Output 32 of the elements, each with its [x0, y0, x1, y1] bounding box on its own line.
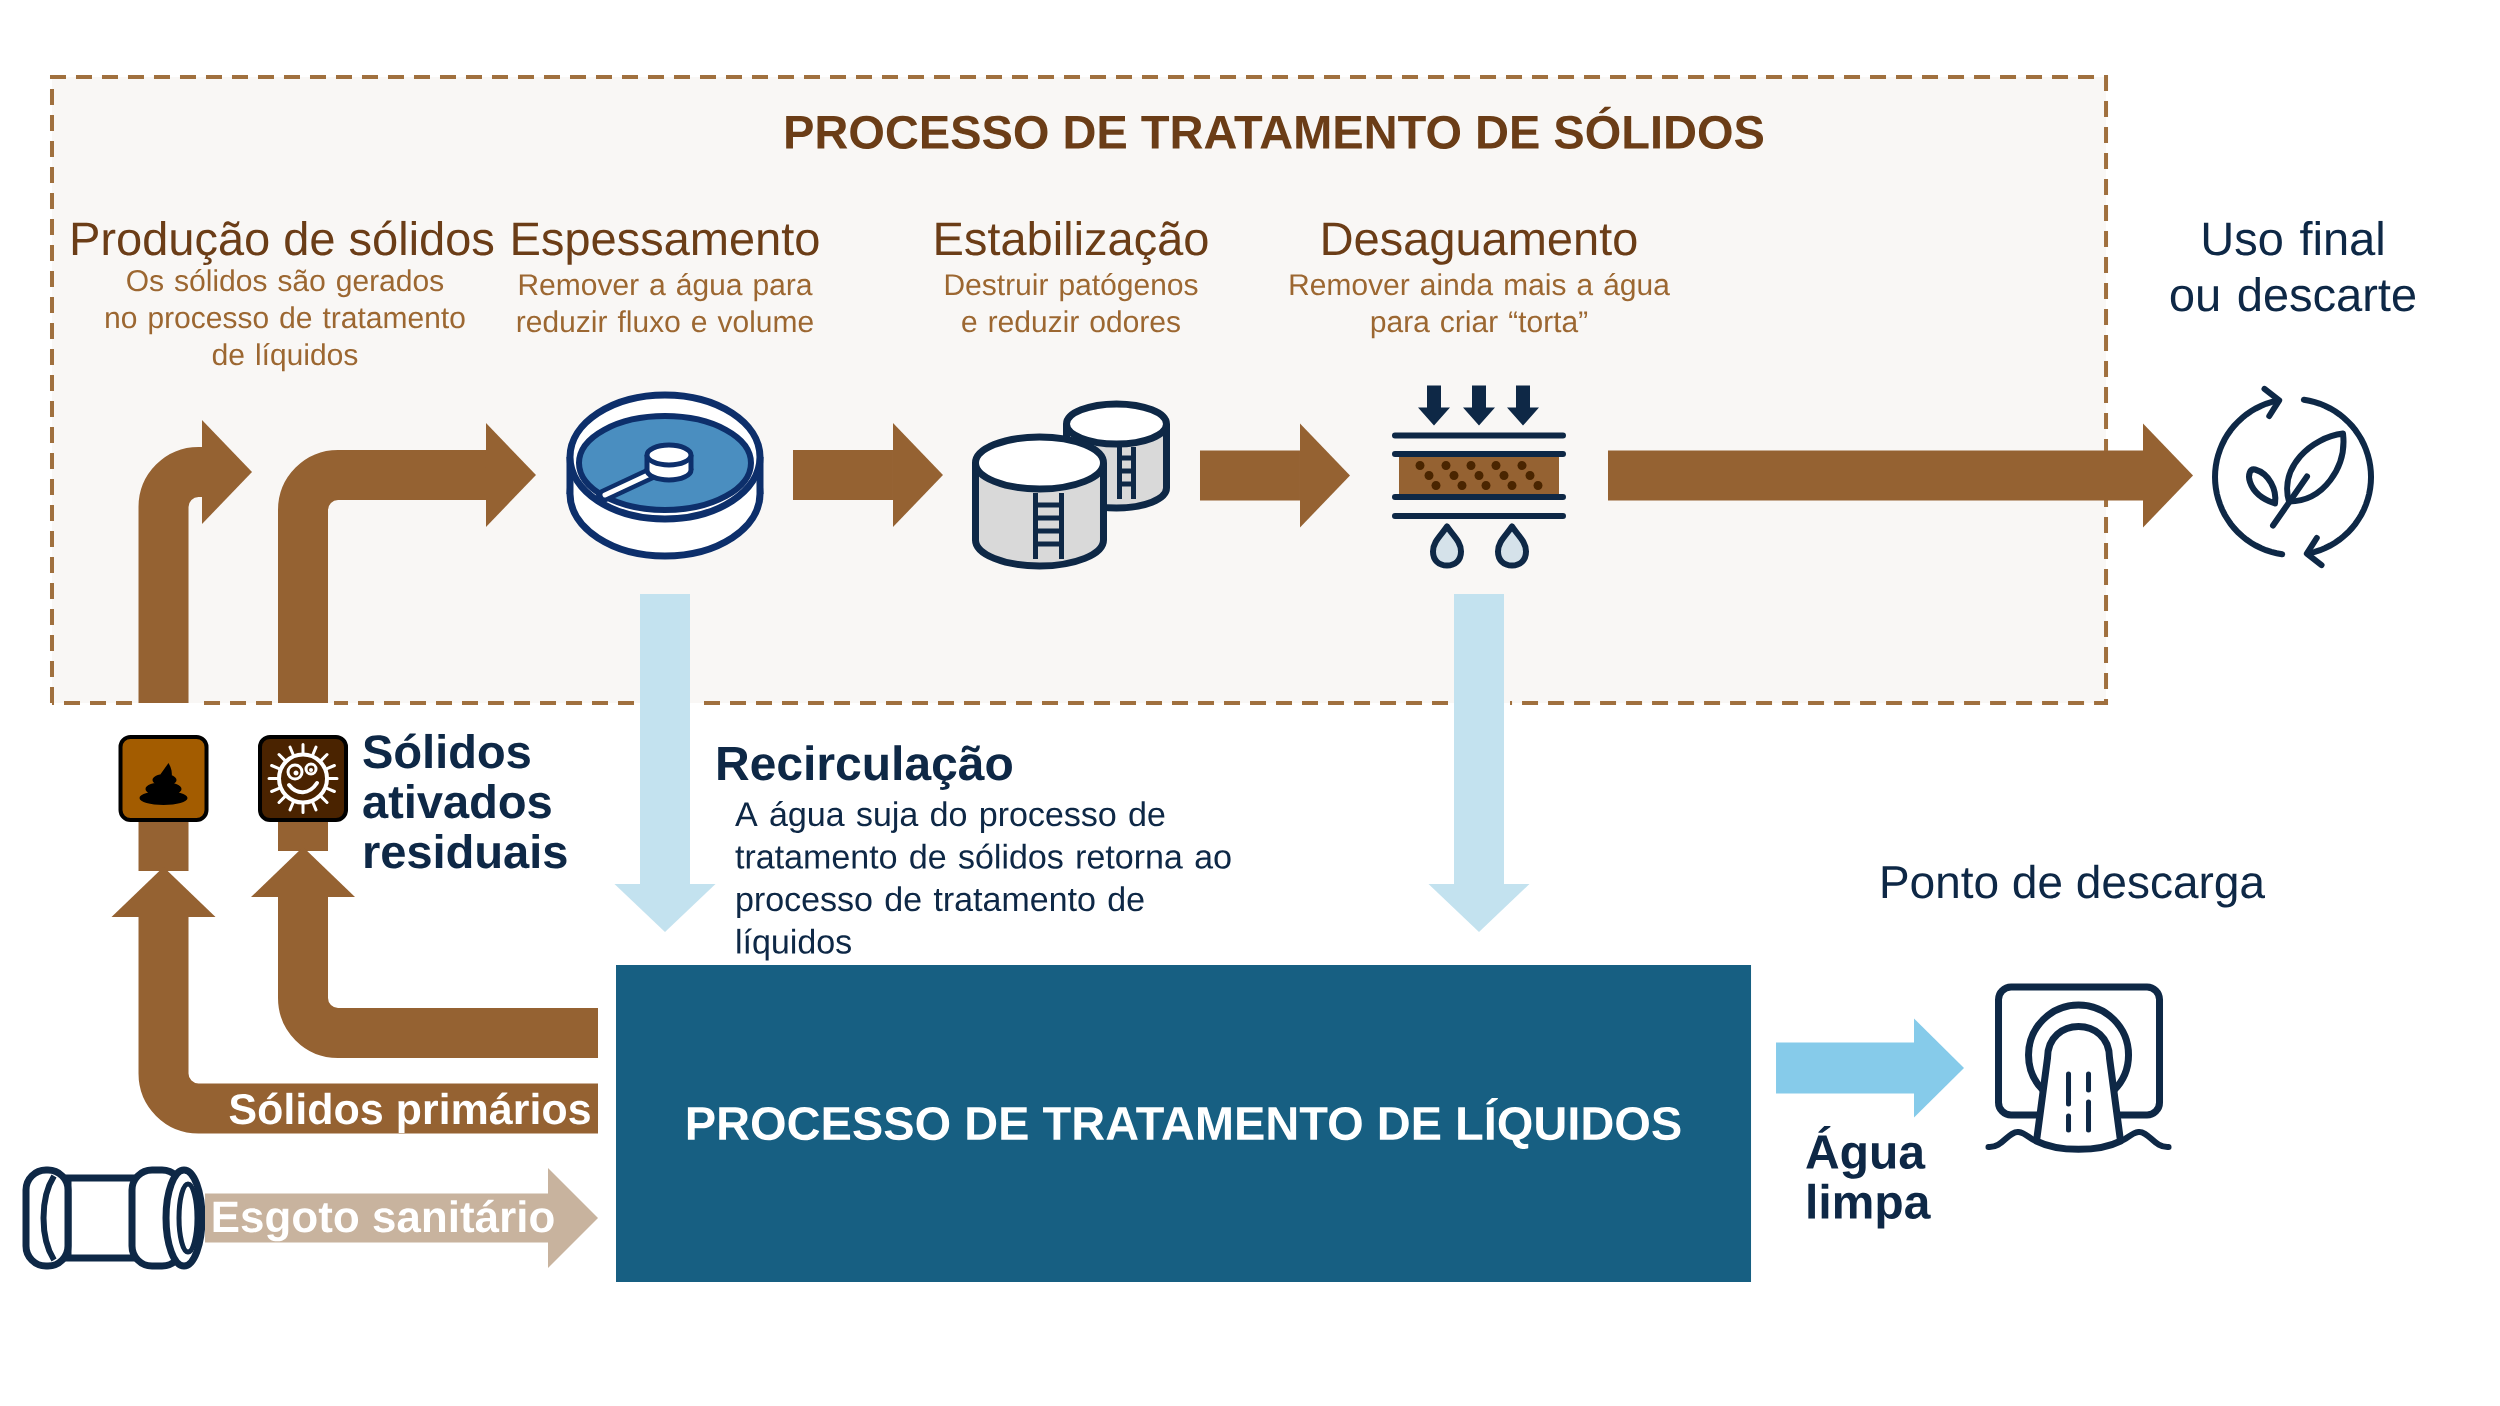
- flow-label: Sólidos ativados residuais: [363, 733, 567, 869]
- arrow: [793, 423, 943, 527]
- microbe-icon: [258, 735, 348, 822]
- step-description: Remover a água para reduzir fluxo e volume: [517, 272, 813, 333]
- arrow: [1428, 594, 1530, 932]
- arrow: [138, 420, 252, 703]
- heading: Recirculação: [718, 745, 1012, 790]
- arrow: [1608, 423, 2193, 528]
- process-box: PROCESSO DE TRATAMENTO DE LÍQUIDOS: [616, 965, 1751, 1282]
- poop-icon: [118, 735, 209, 822]
- pipe-icon: [22, 1166, 206, 1270]
- recycle-leaf-icon: [2212, 385, 2374, 569]
- outfall-pipe-icon: [1985, 983, 2172, 1153]
- settling-tank-icon: [566, 391, 764, 560]
- arrow: [1200, 423, 1350, 528]
- step-heading: Desaguamento: [1323, 222, 1637, 265]
- arrow: [1776, 1018, 1964, 1118]
- heading: Ponto de descarga: [1882, 864, 2265, 908]
- filter-press-icon: [1392, 385, 1566, 569]
- arrow: [205, 1168, 598, 1268]
- step-description: Os sólidos são gerados no processo de tratamento de líquidos: [106, 268, 465, 372]
- step-heading: Espessamento: [513, 222, 819, 265]
- storage-tanks-icon: [972, 400, 1170, 570]
- arrow: [278, 423, 536, 703]
- edge-label: Água limpa: [1806, 1126, 1931, 1229]
- edge-label: Sólidos primários: [229, 1092, 590, 1133]
- heading: Uso final ou descarte: [2170, 220, 2415, 312]
- step-description: Remover ainda mais a água para criar “torta”: [1290, 272, 1670, 339]
- step-heading: Estabilização: [936, 220, 1208, 265]
- step-description: Destruir patógenos e reduzir odores: [945, 272, 1198, 333]
- edge-label: Esgoto sanitário: [213, 1199, 554, 1242]
- step-heading: Produção de sólidos: [72, 220, 494, 265]
